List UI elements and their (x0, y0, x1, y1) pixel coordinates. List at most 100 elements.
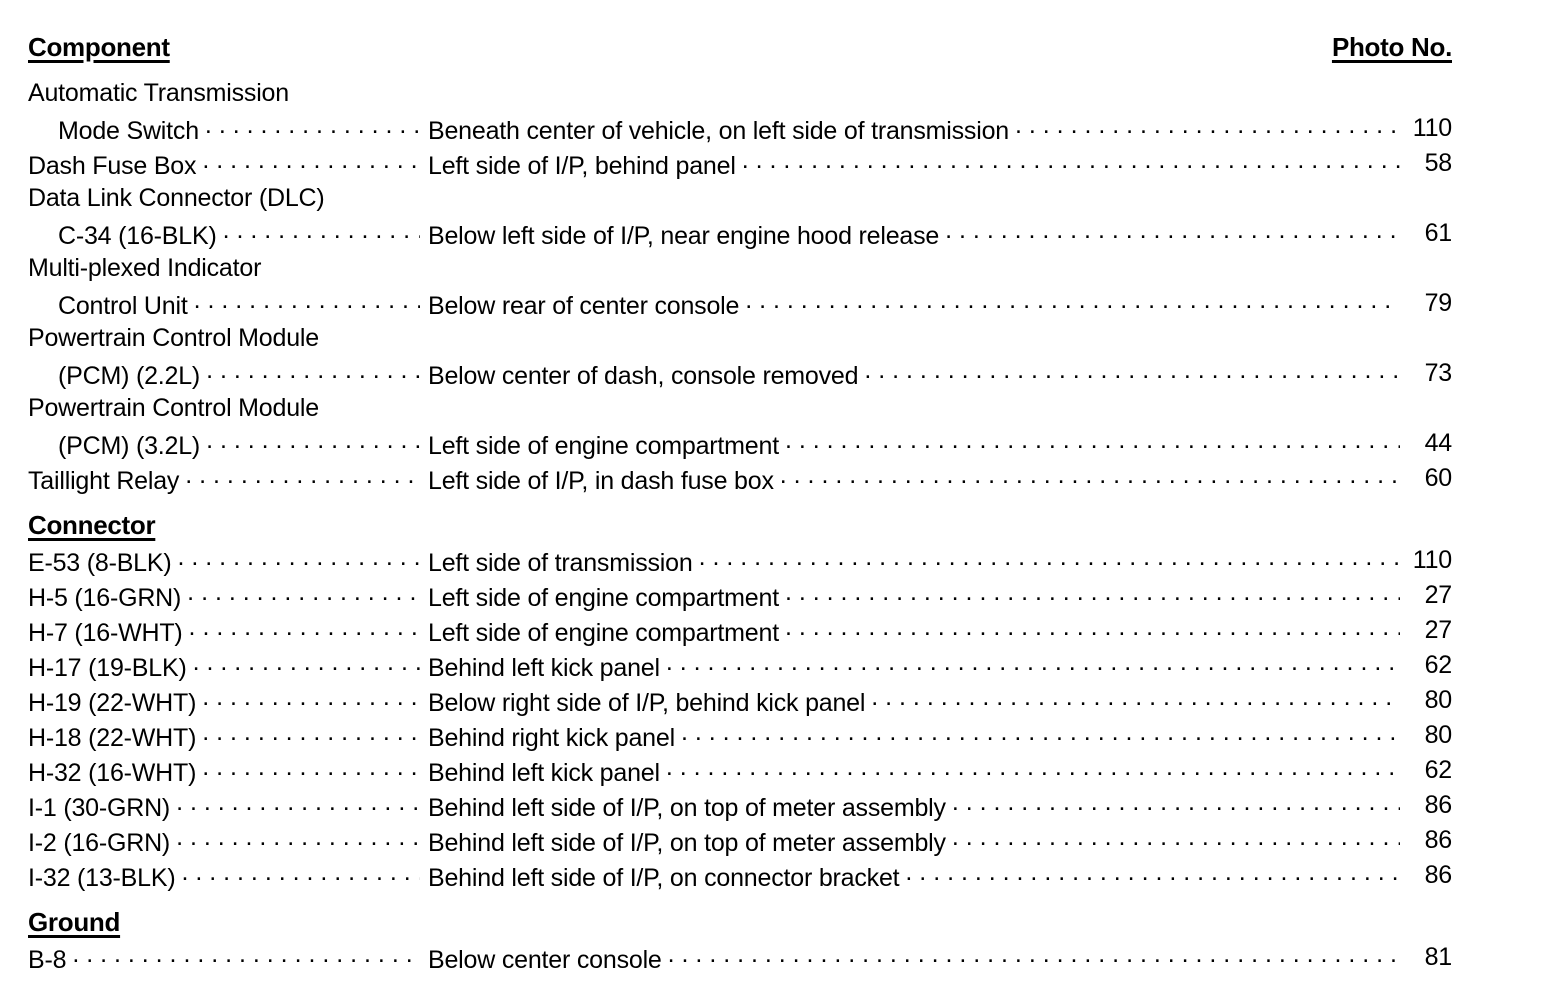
leader-dots (666, 753, 1400, 781)
component-name: H-19 (22-WHT) (28, 689, 197, 717)
location-description: Behind left side of I/P, on top of meter… (428, 829, 946, 857)
leader-dots (1015, 111, 1400, 139)
component-name-cell: Multi-plexed Indicator (28, 251, 420, 286)
location-description-cell: Behind left side of I/P, on top of meter… (428, 823, 1400, 858)
leader-dots (871, 683, 1400, 711)
location-description-cell: Below center console (428, 940, 1400, 975)
component-row: H-32 (16-WHT)Behind left kick panel 62 (0, 753, 1568, 788)
component-name: Automatic Transmission (28, 79, 289, 107)
component-row: B-8 Below center console 81 (0, 940, 1568, 975)
leader-dots (176, 788, 420, 816)
leader-dots (864, 356, 1400, 384)
component-name: H-17 (19-BLK) (28, 654, 187, 682)
table-header-row: Component Photo No. (0, 0, 1568, 62)
component-name-cell: Dash Fuse Box (28, 146, 420, 181)
component-row: H-18 (22-WHT)Behind right kick panel80 (0, 718, 1568, 753)
component-name-cell: Powertrain Control Module (28, 321, 420, 356)
section-heading-row: Connector (0, 496, 1568, 543)
leader-dots (905, 858, 1400, 886)
section-title: Connector (28, 510, 156, 540)
leader-dots (181, 858, 420, 886)
component-row: Mode SwitchBeneath center of vehicle, on… (0, 111, 1568, 146)
component-name: Control Unit (58, 292, 188, 320)
component-row: C-34 (16-BLK) Below left side of I/P, nea… (0, 216, 1568, 251)
leader-dots (193, 648, 420, 676)
location-description-cell: Left side of transmission (428, 543, 1400, 578)
leader-dots (785, 578, 1400, 606)
location-description-cell: Behind left side of I/P, on connector br… (428, 858, 1400, 893)
leader-dots (72, 940, 420, 968)
location-description-cell: Left side of I/P, behind panel (428, 146, 1400, 181)
location-description-cell: Beneath center of vehicle, on left side … (428, 111, 1400, 146)
component-name: I-1 (30-GRN) (28, 794, 171, 822)
leader-dots (668, 940, 1400, 968)
location-description: Below right side of I/P, behind kick pan… (428, 689, 866, 717)
component-name: Powertrain Control Module (28, 324, 319, 352)
location-description: Left side of engine compartment (428, 619, 779, 647)
leader-dots (206, 356, 420, 384)
column-header-photo-no: Photo No. (1331, 32, 1452, 62)
location-description-cell: Below rear of center console (428, 286, 1400, 321)
component-name-cell: Powertrain Control Module (28, 391, 420, 426)
photo-number: 81 (1424, 943, 1453, 971)
component-name: H-5 (16-GRN) (28, 584, 182, 612)
photo-number: 86 (1424, 791, 1453, 819)
location-description-cell: Behind left side of I/P, on top of meter… (428, 788, 1400, 823)
photo-number: 86 (1424, 826, 1453, 854)
location-description: Left side of engine compartment (428, 432, 779, 460)
component-name: (PCM) (3.2L) (58, 432, 201, 460)
component-name-cell: (PCM) (2.2L) (58, 356, 420, 391)
location-description: Behind left side of I/P, on top of meter… (428, 794, 946, 822)
location-description: Left side of I/P, behind panel (428, 152, 736, 180)
leader-dots (742, 146, 1400, 174)
component-row: I-32 (13-BLK)Behind left side of I/P, on… (0, 858, 1568, 893)
component-row: I-1 (30-GRN) Behind left side of I/P, on … (0, 788, 1568, 823)
component-name: B-8 (28, 946, 67, 974)
leader-dots (202, 718, 420, 746)
photo-number: 27 (1424, 616, 1453, 644)
component-name-cell: H-7 (16-WHT) (28, 613, 420, 648)
photo-number: 110 (1412, 546, 1452, 574)
location-description-cell: Behind left kick panel (428, 753, 1400, 788)
location-description-cell: Behind left kick panel (428, 648, 1400, 683)
component-name-cell: C-34 (16-BLK) (58, 216, 420, 251)
component-row: Taillight RelayLeft side of I/P, in dash… (0, 461, 1568, 496)
component-name: Taillight Relay (28, 467, 180, 495)
leader-dots (189, 613, 420, 641)
component-name-cell: Data Link Connector (DLC) (28, 181, 420, 216)
location-description: Below rear of center console (428, 292, 740, 320)
leader-dots (780, 461, 1400, 489)
photo-number: 44 (1424, 429, 1453, 457)
leader-dots (205, 111, 420, 139)
component-row: Dash Fuse Box Left side of I/P, behind pa… (0, 146, 1568, 181)
component-row: H-7 (16-WHT) Left side of engine compartm… (0, 613, 1568, 648)
component-name: Dash Fuse Box (28, 152, 197, 180)
photo-number: 86 (1424, 861, 1453, 889)
photo-number: 62 (1424, 756, 1453, 784)
leader-dots (785, 613, 1400, 641)
photo-number: 58 (1424, 149, 1453, 177)
component-name-cell: H-32 (16-WHT) (28, 753, 420, 788)
component-name: H-18 (22-WHT) (28, 724, 197, 752)
component-row: I-2 (16-GRN)Behind left side of I/P, on … (0, 823, 1568, 858)
location-description-cell: Left side of engine compartment (428, 426, 1400, 461)
location-description-cell: Left side of engine compartment (428, 578, 1400, 613)
location-description-cell: Below left side of I/P, near engine hood… (428, 216, 1400, 251)
location-description-cell: Behind right kick panel (428, 718, 1400, 753)
leader-dots (178, 543, 421, 571)
component-name-cell: B-8 (28, 940, 420, 975)
location-description-cell: Below center of dash, console removed (428, 356, 1400, 391)
photo-number: 62 (1424, 651, 1453, 679)
leader-dots (699, 543, 1400, 571)
location-description: Below left side of I/P, near engine hood… (428, 222, 940, 250)
location-description: Beneath center of vehicle, on left side … (428, 117, 1009, 145)
leader-dots (187, 578, 420, 606)
component-name-cell: H-19 (22-WHT) (28, 683, 420, 718)
component-row: (PCM) (3.2L) Left side of engine compartm… (0, 426, 1568, 461)
leader-dots (202, 753, 420, 781)
component-name-cell: H-5 (16-GRN) (28, 578, 420, 613)
component-name: H-7 (16-WHT) (28, 619, 183, 647)
leader-dots (194, 286, 420, 314)
